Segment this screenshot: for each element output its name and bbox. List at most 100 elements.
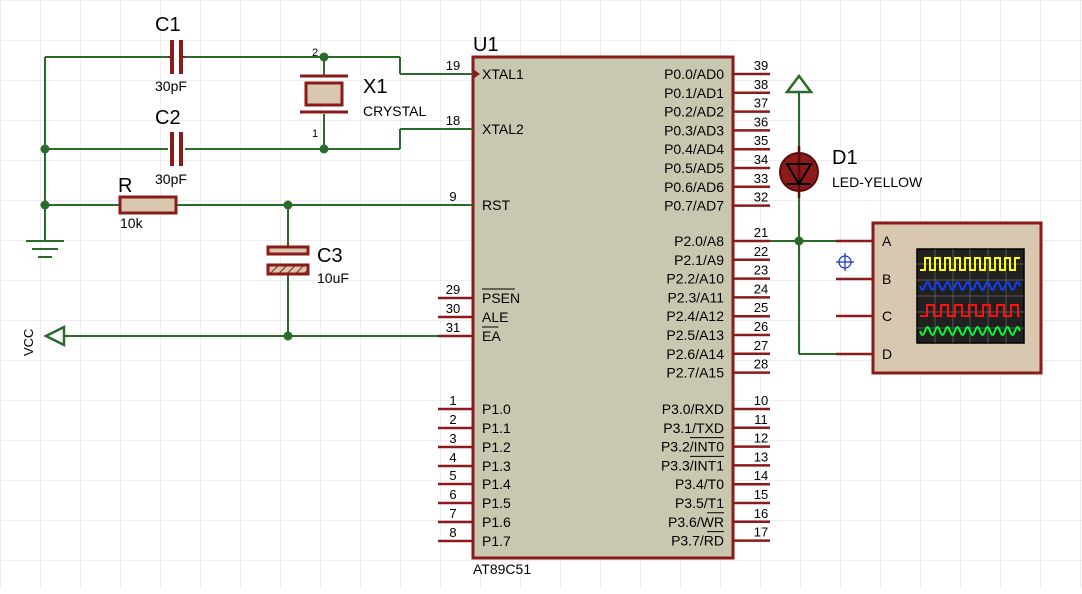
- pin-number: 13: [754, 449, 768, 464]
- x1-value: CRYSTAL: [363, 103, 426, 119]
- u1-pin-6[interactable]: 6P1.5: [438, 487, 511, 511]
- pin-name: P1.0: [482, 401, 511, 417]
- pin-number: 7: [449, 506, 456, 521]
- pin-number: 3: [449, 431, 456, 446]
- pin-name: P3.0/RXD: [662, 401, 724, 417]
- u1-right-pins: 39P0.0/AD038P0.1/AD137P0.2/AD236P0.3/AD3…: [661, 58, 770, 549]
- u1-pin-4[interactable]: 4P1.3: [438, 450, 511, 474]
- capacitor-c3[interactable]: C3 10uF: [266, 244, 349, 286]
- pin-number: 1: [449, 393, 456, 408]
- u1-pin-1[interactable]: 1P1.0: [438, 393, 511, 417]
- pin-name: P3.1/TXD: [663, 420, 724, 436]
- pin-number: 12: [754, 431, 768, 446]
- pin-name: ALE: [482, 309, 508, 325]
- pin-number: 14: [754, 468, 768, 483]
- pin-name: P3.7/RD: [671, 533, 724, 549]
- u1-pin-8[interactable]: 8P1.7: [438, 525, 511, 549]
- pin-number: 31: [446, 320, 460, 335]
- u1-pin-3[interactable]: 3P1.2: [438, 431, 511, 455]
- crystal-x1[interactable]: 2 1 X1 CRYSTAL: [300, 47, 426, 140]
- c3-ref: C3: [317, 245, 343, 267]
- pin-name: P3.3/INT1: [661, 457, 724, 473]
- led-d1[interactable]: D1 LED-YELLOW: [779, 73, 923, 198]
- pin-name: P0.4/AD4: [664, 141, 724, 157]
- chip-u1[interactable]: U1 AT89C51 19XTAL118XTAL29RST29PSEN30ALE…: [438, 34, 770, 577]
- capacitor-c1[interactable]: C1 30pF: [155, 14, 187, 94]
- pin-number: 11: [754, 412, 768, 427]
- pin-name: P3.4/T0: [675, 476, 724, 492]
- pin-name: P1.7: [482, 533, 511, 549]
- resistor-r[interactable]: R 10k: [118, 175, 178, 231]
- vcc-terminal[interactable]: VCC: [21, 324, 66, 356]
- pin-number: 21: [754, 225, 768, 240]
- pin-name: P2.1/A9: [674, 252, 724, 268]
- pin-number: 34: [754, 152, 768, 167]
- pin-number: 4: [449, 450, 456, 465]
- trace-a: [920, 257, 1020, 271]
- pin-name: P0.0/AD0: [664, 66, 724, 82]
- d1-ref: D1: [832, 147, 858, 169]
- u1-pin-7[interactable]: 7P1.6: [438, 506, 511, 530]
- pin-name: RST: [482, 197, 510, 213]
- pin-name: P2.4/A12: [666, 308, 724, 324]
- pin-number: 6: [449, 487, 456, 502]
- pin-name: P2.3/A11: [667, 289, 724, 305]
- u1-pin-5[interactable]: 5P1.4: [438, 468, 511, 492]
- ground-symbol[interactable]: [26, 240, 64, 258]
- pin-number: 8: [449, 525, 456, 540]
- pin-name: P0.6/AD6: [664, 179, 724, 195]
- pin-number: 23: [754, 263, 768, 278]
- c3-value: 10uF: [317, 270, 349, 286]
- pin-name: P2.2/A10: [666, 271, 724, 287]
- u1-part: AT89C51: [473, 561, 531, 577]
- pin-number: 15: [754, 487, 768, 502]
- pin-number: 10: [754, 393, 768, 408]
- pin-name: PSEN: [482, 290, 520, 306]
- wires: [44, 56, 872, 355]
- pin-number: 26: [754, 319, 768, 334]
- trace-c: [920, 304, 1020, 317]
- pin-number: 25: [754, 300, 768, 315]
- r-value: 10k: [120, 215, 144, 231]
- u1-pin-2[interactable]: 2P1.1: [438, 412, 511, 436]
- x1-ref: X1: [363, 76, 387, 98]
- pin-number: 29: [446, 282, 460, 297]
- pin-number: 37: [754, 96, 768, 111]
- capacitor-c2[interactable]: C2 30pF: [155, 107, 187, 187]
- r-ref: R: [118, 175, 132, 197]
- pin-name: P2.0/A8: [674, 233, 724, 249]
- c2-ref: C2: [155, 107, 181, 129]
